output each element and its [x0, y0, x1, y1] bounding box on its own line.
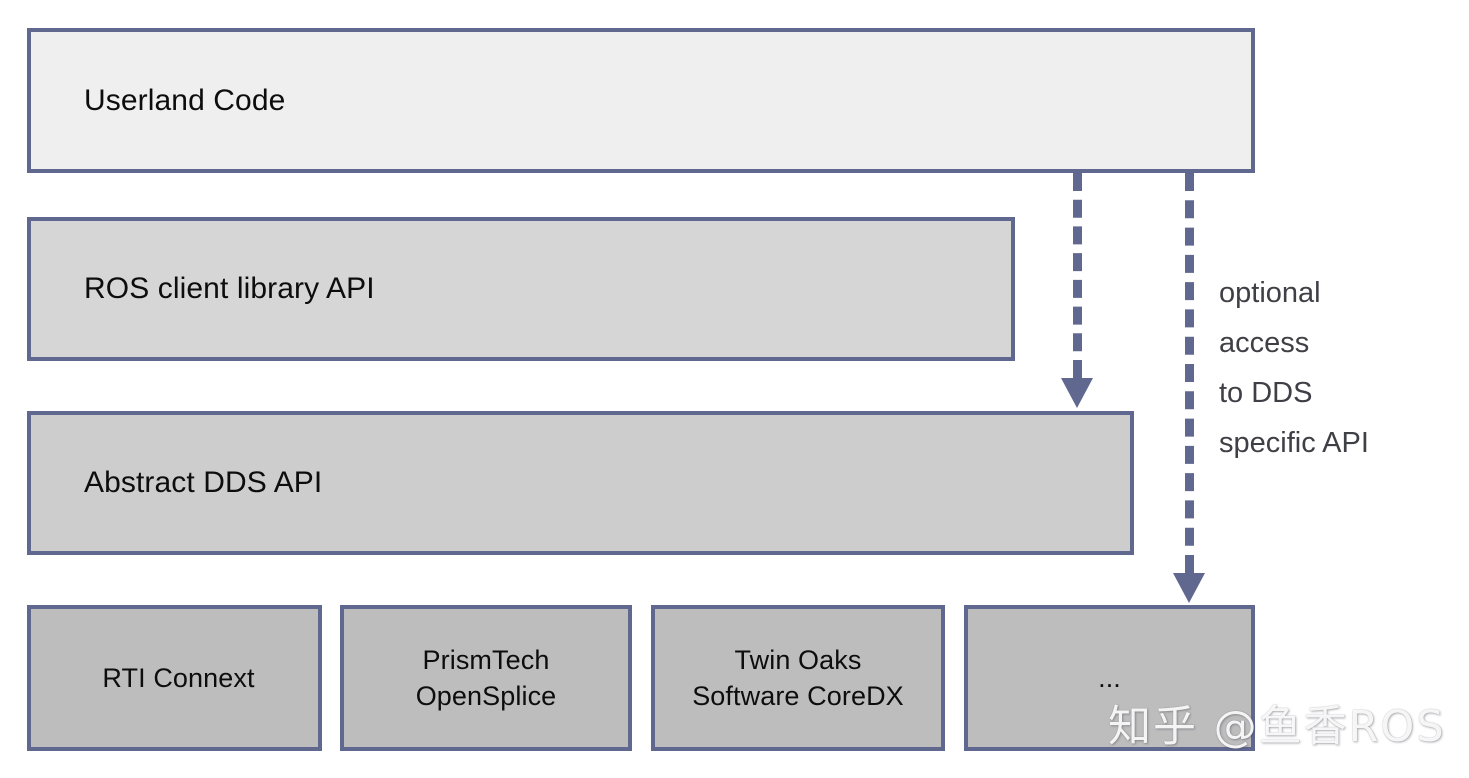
dashed-line — [1073, 173, 1082, 378]
vendor-box-prismtech-opensplice: PrismTech OpenSplice — [340, 605, 632, 751]
layer-box-abstract-dds-api: Abstract DDS API — [27, 411, 1134, 555]
arrowhead-down-icon — [1173, 573, 1205, 603]
vendor-label-rti-connext: RTI Connext — [102, 662, 255, 693]
vendor-box-more: ... — [964, 605, 1255, 751]
layer-label-userland: Userland Code — [84, 83, 286, 117]
arrowhead-down-icon — [1061, 378, 1093, 408]
dashed-line — [1185, 173, 1194, 573]
layer-label-ros-client-library-api: ROS client library API — [84, 272, 375, 305]
annotation-optional-access: optional access to DDS specific API — [1219, 277, 1369, 459]
vendor-box-rti-connext: RTI Connext — [27, 605, 322, 751]
vendor-label-more: ... — [1098, 662, 1121, 693]
layer-box-ros-client-library-api: ROS client library API — [27, 217, 1015, 361]
layer-box-userland: Userland Code — [27, 28, 1255, 173]
vendor-label-prismtech-opensplice: PrismTech OpenSplice — [415, 644, 557, 711]
vendor-label-twin-oaks-software-coredx: Twin Oaks Software CoreDX — [692, 644, 904, 711]
layer-label-abstract-dds-api: Abstract DDS API — [84, 466, 323, 499]
vendor-box-twin-oaks-software-coredx: Twin Oaks Software CoreDX — [651, 605, 945, 751]
